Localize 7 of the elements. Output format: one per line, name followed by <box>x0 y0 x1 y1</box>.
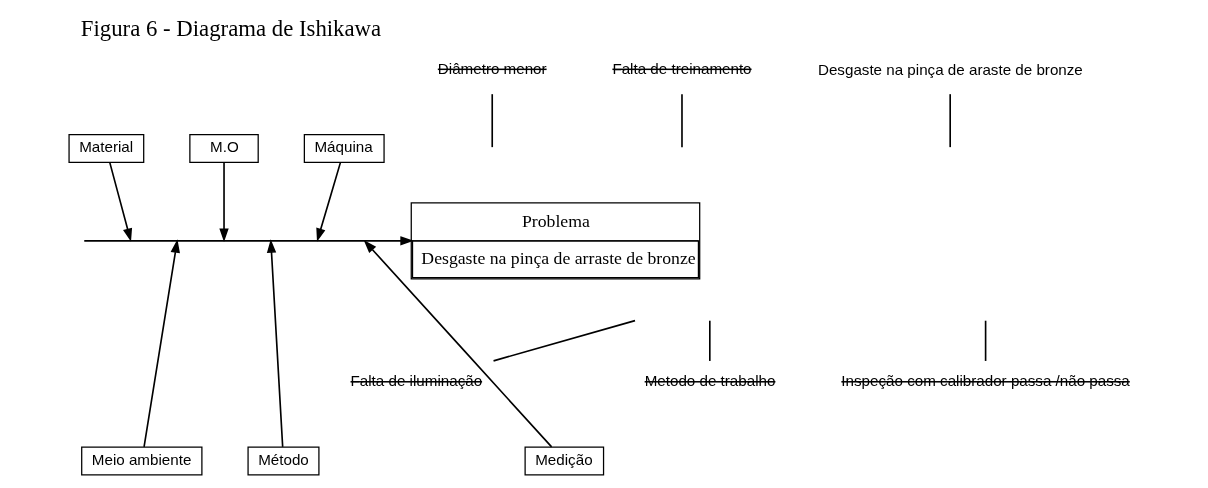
node-text: Desgaste na pinça de araste de bronze <box>817 61 1083 79</box>
node-text: Falta de treinamento <box>611 59 752 77</box>
node-text: Falta de iluminação <box>350 372 482 390</box>
node-text: Metodo de trabalho <box>644 372 775 390</box>
node-text: Inspeção com calibrador passa /não passa <box>840 372 1130 390</box>
diagram-title: Figura 6 - Diagrama de Ishikawa <box>80 16 381 42</box>
node-text: Diâmetro menor <box>437 59 547 77</box>
